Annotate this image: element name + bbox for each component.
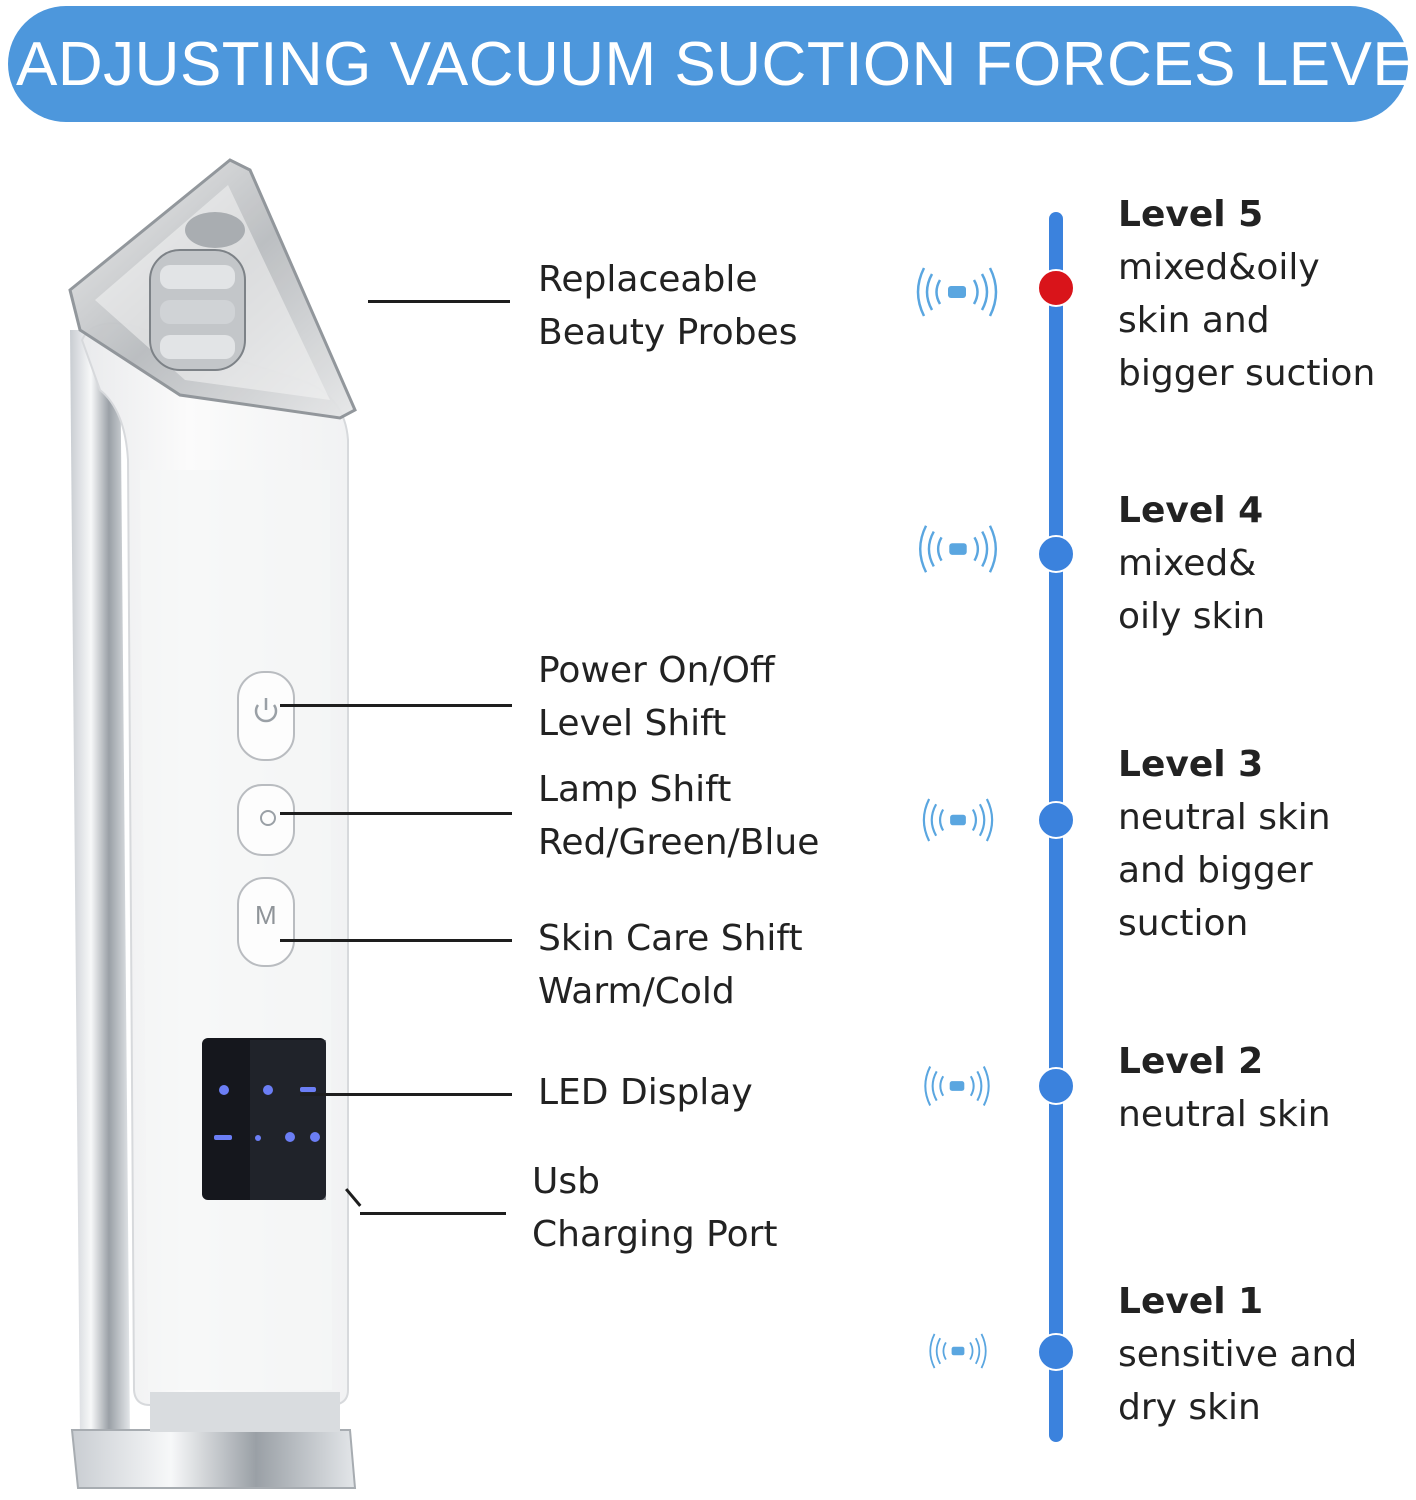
leader-power: [280, 704, 512, 707]
power-icon: [254, 704, 278, 723]
level-5-text: Level 5 mixed&oily skin and bigger sucti…: [1118, 194, 1376, 394]
level-5-dot: [1037, 269, 1075, 307]
level-1-dot: [1037, 1333, 1075, 1371]
bottom-cap: [70, 1429, 357, 1489]
leader-lamp: [280, 812, 512, 815]
leader-probe: [368, 300, 510, 303]
power-button: [237, 671, 295, 761]
title-banner: 5 ADJUSTING VACUUM SUCTION FORCES LEVEL: [0, 6, 1416, 122]
vibration-icon-level-4: [919, 525, 997, 573]
leader-mode: [280, 939, 512, 942]
callout-led-display: LED Display: [538, 1072, 753, 1113]
level-4-text: Level 4 mixed& oily skin: [1118, 490, 1266, 637]
lamp-icon: [260, 810, 276, 826]
device-body: [80, 322, 349, 1406]
level-4-dot: [1037, 535, 1075, 573]
vibration-icon-level-2: [924, 1066, 990, 1106]
vibration-icon-level-5: [916, 267, 998, 317]
vibration-icon-level-1: [929, 1333, 987, 1369]
vibration-icon-level-3: [922, 798, 994, 842]
level-3-dot: [1037, 801, 1075, 839]
mode-button-label: M: [255, 900, 277, 930]
level-2-text: Level 2 neutral skin: [1118, 1041, 1331, 1135]
level-3-text: Level 3 neutral skin and bigger suction: [1118, 744, 1331, 944]
level-2-dot: [1037, 1067, 1075, 1105]
led-display: [202, 1038, 326, 1200]
leader-usb: [360, 1212, 506, 1215]
leader-usb-v: [345, 1188, 362, 1207]
lamp-button: [237, 784, 295, 856]
leader-led: [300, 1093, 512, 1096]
banner-title: 5 ADJUSTING VACUUM SUCTION FORCES LEVEL: [0, 29, 1416, 99]
level-1-text: Level 1 sensitive and dry skin: [1118, 1281, 1358, 1428]
probe-head: [68, 158, 357, 420]
chrome-side-rail: [70, 330, 130, 1440]
